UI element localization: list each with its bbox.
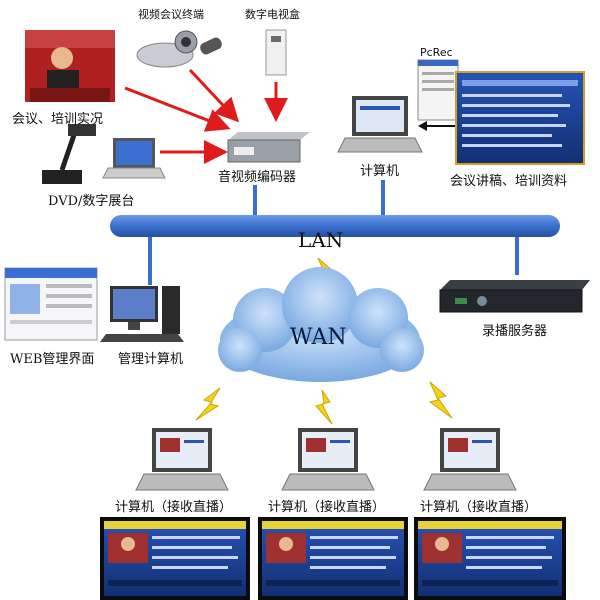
receiver-1-label: 计算机（接收直播）: [115, 500, 233, 515]
lan-label: LAN: [298, 228, 344, 252]
video-conference-terminal-label: 视频会议终端: [138, 8, 204, 21]
link-admin-lan: [148, 235, 152, 285]
receiver-laptop-1: [135, 428, 229, 491]
arrow-live-to-encoder: [124, 86, 231, 132]
link-server-lan: [515, 235, 519, 275]
digital-tv-box-label: 数字电视盒: [245, 8, 300, 21]
encoder-label: 音视频编码器: [218, 170, 297, 185]
document-camera-icon: [42, 124, 96, 184]
web-ui-screenshot: [4, 267, 98, 341]
baike-watermark: Bai百科: [30, 550, 91, 569]
top-computer-icon: [337, 96, 423, 153]
link-encoder-lan: [253, 185, 257, 220]
receiver-laptop-2: [281, 428, 375, 491]
admin-pc-label: 管理计算机: [118, 352, 184, 367]
recording-server-device: [439, 280, 590, 313]
video-conference-terminal-icon: [136, 30, 222, 68]
dvd-laptop-icon: [102, 138, 166, 179]
digital-tv-box-icon: [265, 29, 287, 76]
link-computer-lan: [381, 180, 385, 220]
live-meeting-photo: [25, 30, 115, 102]
receiver-2-label: 计算机（接收直播）: [268, 500, 386, 515]
broadcast-screen-3: [414, 517, 566, 600]
wan-cloud: [218, 267, 424, 382]
lightning-wan-middle: [315, 389, 333, 425]
live-meeting-label: 会议、培训实况: [12, 112, 104, 127]
broadcast-screen-2: [258, 517, 408, 600]
lecture-slide: [455, 71, 585, 165]
wan-label: WAN: [290, 325, 347, 350]
lan-bus: [110, 215, 560, 237]
pcrec-window: [417, 59, 459, 121]
receiver-laptop-3: [423, 428, 517, 491]
pcrec-label: PcRec: [420, 46, 453, 59]
lightning-wan-left: [195, 387, 221, 421]
lecture-material-label: 会议讲稿、培训资料: [450, 174, 568, 189]
top-computer-label: 计算机: [360, 164, 400, 179]
broadcast-screen-1: [100, 517, 250, 600]
encoder-device: [227, 132, 310, 163]
receiver-3-label: 计算机（接收直播）: [420, 500, 538, 515]
web-ui-label: WEB管理界面: [10, 352, 95, 367]
admin-desktop-icon: [100, 286, 184, 342]
arrow-terminal-to-encoder: [188, 68, 240, 123]
dvd-booth-label: DVD/数字展台: [48, 194, 135, 209]
recording-server-label: 录播服务器: [482, 324, 548, 339]
lightning-wan-right: [428, 381, 453, 419]
